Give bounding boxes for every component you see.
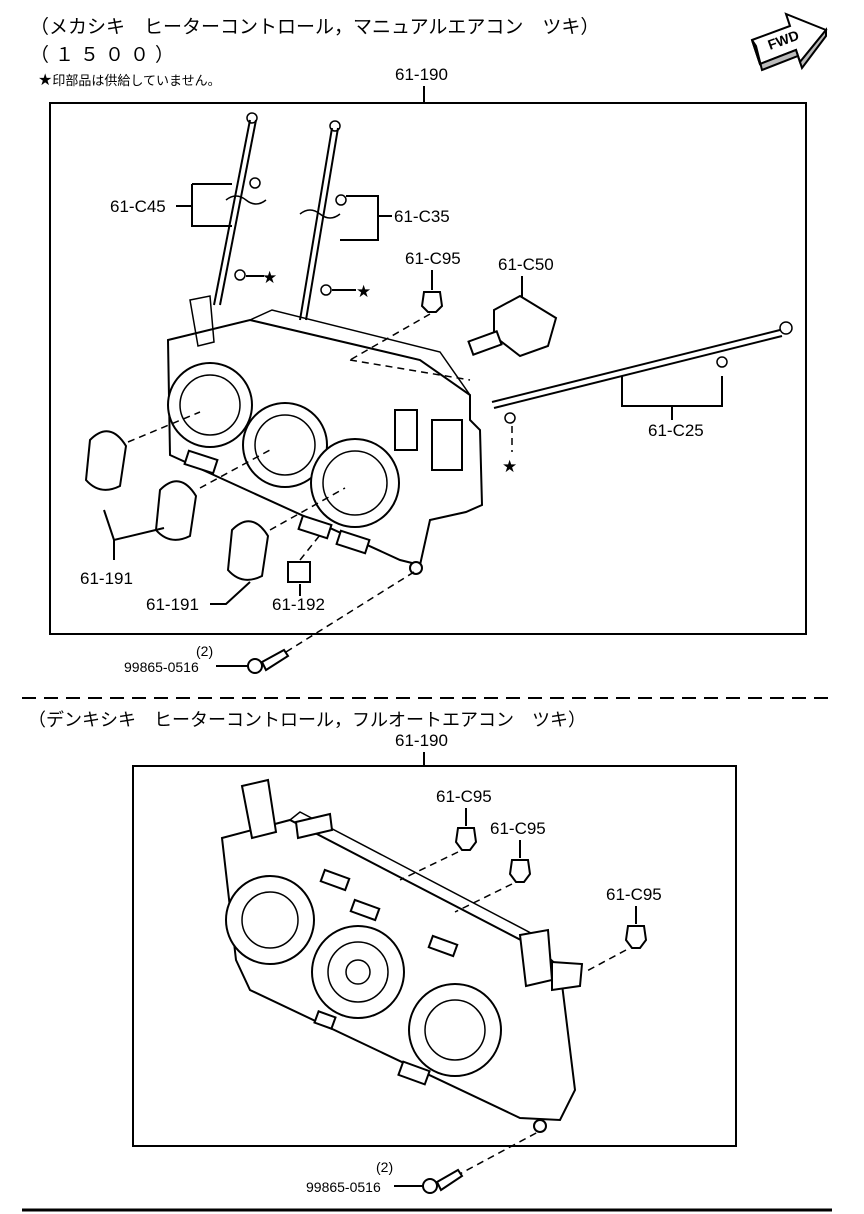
actuator-motor-c50: [467, 294, 558, 358]
note: ★印部品は供給していません。: [38, 70, 221, 89]
label-191-b: 61-191: [146, 595, 199, 614]
screw-upper: [247, 648, 290, 674]
star-mark-2: ★: [356, 282, 371, 301]
note-star-icon: ★: [38, 70, 53, 89]
label-assembly-upper: 61-190: [395, 65, 448, 84]
cable-c25: [491, 321, 793, 424]
clip-c95-upper: [420, 291, 444, 313]
break-mark-c35: [299, 209, 341, 219]
model-label: （１５００）: [30, 44, 181, 66]
label-c50: 61-C50: [498, 255, 554, 274]
break-mark-c45: [225, 195, 267, 205]
clip-c95-lower-a: [454, 827, 478, 851]
label-192: 61-192: [272, 595, 325, 614]
screw-lower: [422, 1168, 464, 1194]
label-assembly-lower: 61-190: [395, 731, 448, 750]
star-mark-1: ★: [262, 268, 277, 287]
leader-191-a: [103, 509, 165, 560]
clip-c95-lower-c: [624, 925, 648, 949]
label-c95-upper: 61-C95: [405, 249, 461, 268]
screw-qty-upper: (2): [196, 643, 213, 659]
title-manual: （メカシキ ヒーターコントロール，マニュアルエアコン ツキ）: [30, 16, 600, 38]
label-c95-lower-b: 61-C95: [490, 819, 546, 838]
label-screw-upper: 99865-0516: [124, 659, 199, 675]
button-192: [287, 561, 311, 583]
cable-c35: [299, 120, 347, 321]
leader-191-b: [210, 581, 251, 605]
leader-c35: [340, 195, 392, 241]
label-c35: 61-C35: [394, 207, 450, 226]
screw-qty-lower: (2): [376, 1159, 393, 1175]
frame-upper: [49, 102, 807, 635]
label-c95-lower-c: 61-C95: [606, 885, 662, 904]
knob-1: [84, 411, 201, 491]
label-191-a: 61-191: [80, 569, 133, 588]
heater-control-panel-manual: [166, 295, 484, 575]
heater-control-panel-auto: [220, 778, 584, 1133]
title-auto: （デンキシキ ヒーターコントロール，フルオートエアコン ツキ）: [28, 710, 586, 731]
leader-c25: [621, 376, 723, 420]
label-c45: 61-C45: [110, 197, 166, 216]
knob-3: [226, 487, 346, 581]
leader-c45: [176, 183, 232, 227]
clip-c95-lower-b: [508, 859, 532, 883]
cable-c45: [213, 112, 261, 306]
star-mark-3: ★: [502, 457, 517, 476]
label-c95-lower-a: 61-C95: [436, 787, 492, 806]
note-text: 印部品は供給していません。: [52, 74, 221, 89]
label-c25: 61-C25: [648, 421, 704, 440]
knob-2: [154, 449, 271, 541]
frame-lower: [132, 765, 737, 1147]
label-screw-lower: 99865-0516: [306, 1179, 381, 1195]
fwd-arrow-icon: FWD: [750, 12, 828, 72]
